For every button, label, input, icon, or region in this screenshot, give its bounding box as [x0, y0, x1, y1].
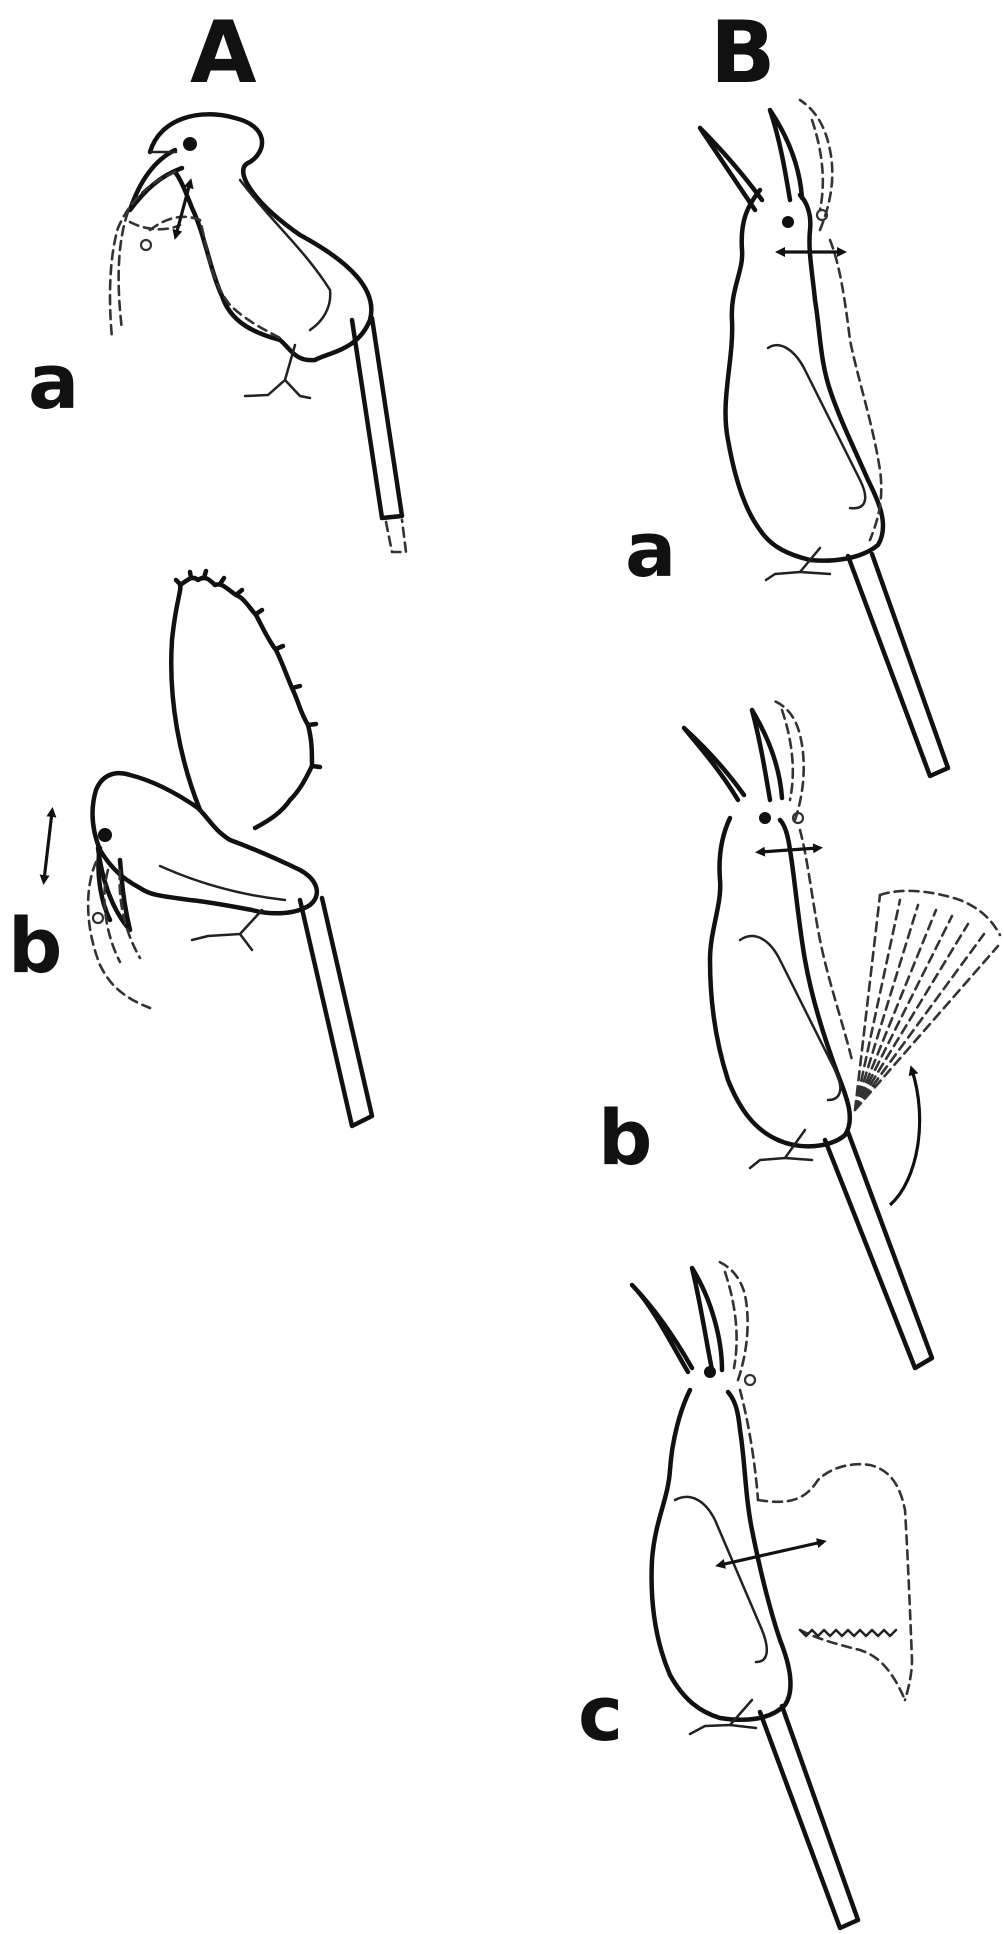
- sub-label-A-a: a: [28, 337, 79, 426]
- sub-label-A-b: b: [8, 901, 62, 990]
- bird-B-b: [684, 700, 1000, 1368]
- panel-label-A: A: [190, 3, 257, 103]
- sub-label-B-c: c: [578, 1669, 623, 1758]
- bird-A-a: [110, 114, 406, 552]
- bird-B-c: [632, 1260, 912, 1928]
- sub-label-B-b: b: [598, 1093, 652, 1182]
- sub-label-B-a: a: [625, 505, 676, 594]
- bird-A-b: [44, 571, 372, 1126]
- bird-B-a: [700, 100, 948, 776]
- panel-label-B: B: [710, 3, 776, 103]
